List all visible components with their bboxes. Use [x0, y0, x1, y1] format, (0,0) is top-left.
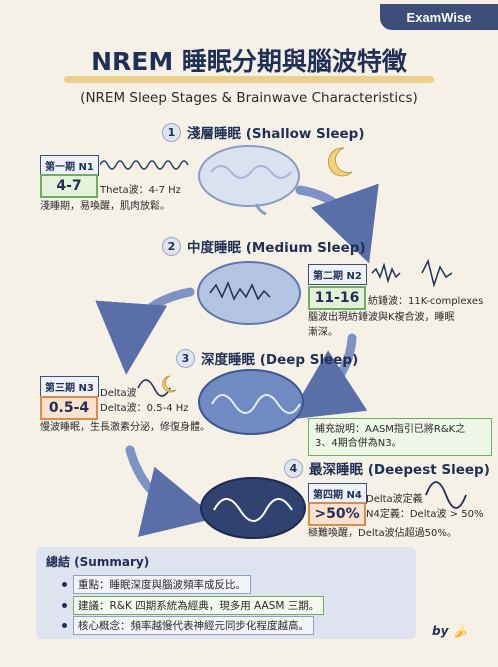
stage4-wave-line2: N4定義：Delta波 > 50% — [366, 509, 484, 520]
stage3-wave-line2: Delta波：0.5-4 Hz — [100, 403, 189, 414]
stage3-wave-label: Delta波 Delta波：0.5-4 Hz — [100, 386, 189, 416]
summary-item-2-label: 建議 — [78, 600, 99, 612]
moon-icon — [327, 147, 353, 177]
stage1-wave-label: Theta波：4-7 Hz — [100, 185, 181, 196]
summary-item-3-label: 核心概念 — [78, 620, 120, 632]
summary-title: 總結 (Summary) — [46, 555, 150, 569]
stage4-number: 4 — [284, 458, 303, 478]
stage2-desc-line2: 漸深。 — [308, 327, 338, 338]
stage2-heading: 2 中度睡眠 (Medium Sleep) — [162, 236, 366, 256]
signature-label: by — [432, 624, 449, 638]
stage3-wave-line1: Delta波 — [100, 388, 137, 399]
delta-wave-moon-icon — [137, 375, 177, 397]
stage1-heading: 1 淺層睡眠 (Shallow Sleep) — [162, 122, 365, 142]
summary-item-1-label: 重點 — [78, 579, 99, 591]
page-title: NREM 睡眠分期與腦波特徵 — [91, 47, 407, 76]
page-subtitle: (NREM Sleep Stages & Brainwave Character… — [80, 90, 418, 106]
stage3-tag: 第三期 N3 — [40, 376, 99, 397]
brand-badge: ExamWise — [380, 4, 498, 30]
spindle-wave-icon — [371, 258, 453, 288]
summary-item-3-text: 頻率越慢代表神經元同步化程度越高。 — [130, 620, 310, 632]
arrow-3-to-note — [287, 333, 368, 420]
summary-item-3: 核心概念：頻率越慢代表神經元同步化程度越高。 — [62, 616, 314, 635]
summary-item-2-box: 建議：R&K 四期系統為經典，現多用 AASM 三期。 — [73, 596, 325, 615]
stage2-description: 腦波出現紡錘波與K複合波，睡眠 漸深。 — [308, 310, 455, 340]
stage4-title: 最深睡眠 (Deepest Sleep) — [309, 462, 490, 478]
supplement-note: 補充說明：AASM指引已將R&K之 3、4期合併為N3。 — [308, 418, 492, 456]
stage3-number: 3 — [176, 348, 195, 368]
signature: by 🍌 — [432, 624, 468, 638]
stage1-tag: 第一期 N1 — [40, 155, 99, 176]
stage1-description: 淺睡期，易喚醒，肌肉放鬆。 — [40, 201, 170, 212]
theta-wave-icon — [100, 160, 189, 170]
stage4-frequency: >50% — [308, 502, 366, 526]
bullet-icon — [62, 582, 67, 587]
summary-item-1: 重點：睡眠深度與腦波頻率成反比。 — [62, 575, 251, 594]
bullet-icon — [62, 623, 67, 628]
summary-item-1-text: 睡眠深度與腦波頻率成反比。 — [109, 579, 247, 591]
stage3-title: 深度睡眠 (Deep Sleep) — [201, 352, 359, 368]
stage4-wave-label: Delta波定義 N4定義：Delta波 > 50% — [366, 492, 484, 522]
summary-item-2-text: R&K 四期系統為經典，現多用 AASM 三期。 — [109, 600, 320, 612]
brain-stage4-icon — [200, 477, 306, 539]
stage4-wave-line1: Delta波定義 — [366, 494, 423, 505]
brand-label: ExamWise — [406, 9, 472, 25]
brain-stage1-icon — [198, 145, 300, 216]
summary-item-2: 建議：R&K 四期系統為經典，現多用 AASM 三期。 — [62, 596, 325, 615]
arrow-1-to-2 — [295, 183, 379, 264]
stage2-frequency: 11-16 — [308, 286, 366, 310]
stage2-wave-label: 紡錘波：11K-complexes — [368, 296, 484, 307]
stage3-frequency: 0.5-4 — [40, 396, 98, 420]
stage3-heading: 3 深度睡眠 (Deep Sleep) — [176, 348, 358, 368]
stage4-description: 極難喚醒，Delta波佔超過50%。 — [308, 528, 457, 539]
stage1-title: 淺層睡眠 (Shallow Sleep) — [187, 126, 365, 142]
stage2-desc-line1: 腦波出現紡錘波與K複合波，睡眠 — [308, 312, 455, 323]
arrow-2-to-3 — [95, 287, 195, 375]
stage4-heading: 4 最深睡眠 (Deepest Sleep) — [284, 458, 490, 478]
note-line2: 3、4期合併為N3。 — [315, 438, 402, 449]
banana-icon: 🍌 — [452, 624, 468, 638]
title-highlight — [64, 76, 434, 83]
summary-item-1-box: 重點：睡眠深度與腦波頻率成反比。 — [73, 575, 251, 594]
bullet-icon — [62, 603, 67, 608]
stage1-number: 1 — [162, 122, 181, 142]
brain-stage2-icon — [197, 261, 301, 325]
note-line1: 補充說明：AASM指引已將R&K之 — [315, 424, 466, 435]
brain-stage3-icon — [198, 369, 304, 435]
arrow-3-to-4 — [125, 445, 217, 537]
stage2-tag: 第二期 N2 — [308, 264, 367, 285]
stage3-description: 慢波睡眠，生長激素分泌，修復身體。 — [40, 422, 210, 433]
stage1-frequency: 4-7 — [40, 174, 98, 198]
stage2-number: 2 — [162, 236, 181, 256]
stage2-title: 中度睡眠 (Medium Sleep) — [187, 240, 366, 256]
stage4-tag: 第四期 N4 — [308, 483, 367, 504]
delta-wave-icon — [425, 481, 467, 509]
summary-item-3-box: 核心概念：頻率越慢代表神經元同步化程度越高。 — [73, 616, 314, 635]
